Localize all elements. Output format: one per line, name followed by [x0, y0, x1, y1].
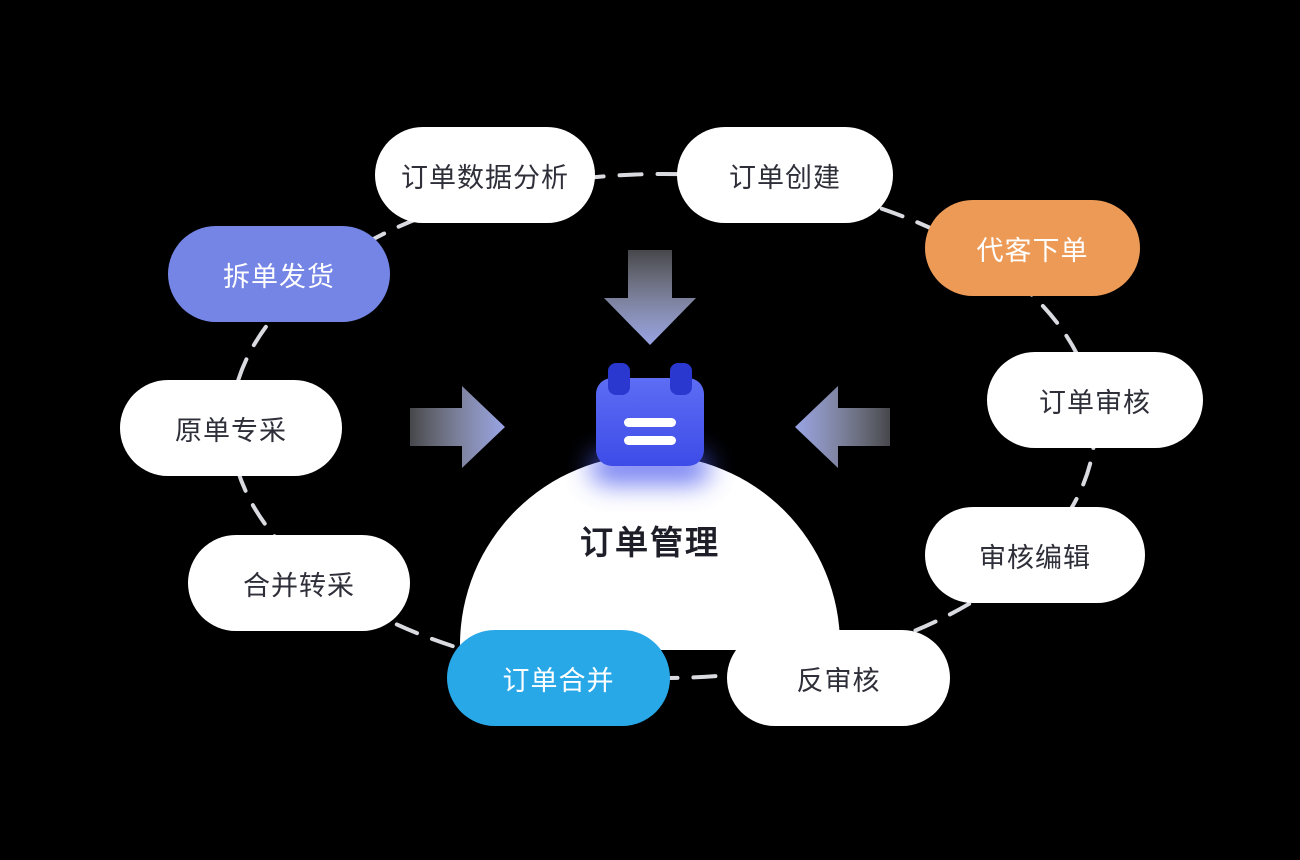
- clipboard-tab-right: [670, 363, 692, 395]
- node-review-edit: 审核编辑: [925, 507, 1145, 603]
- node-label: 订单合并: [502, 665, 615, 696]
- node-order-create: 订单创建: [677, 127, 893, 223]
- node-label: 订单创建: [729, 162, 841, 193]
- node-split-order-ship: 拆单发货: [168, 226, 390, 322]
- node-label: 合并转采: [243, 570, 355, 601]
- node-label: 代客下单: [976, 235, 1089, 266]
- node-label: 订单数据分析: [401, 162, 569, 193]
- node-label: 订单审核: [1039, 387, 1151, 418]
- node-order-data-analysis: 订单数据分析: [375, 127, 595, 223]
- center-title: 订单管理: [580, 524, 720, 561]
- node-label: 审核编辑: [979, 542, 1091, 573]
- clipboard-line: [624, 418, 676, 427]
- node-order-merge: 订单合并: [447, 630, 670, 726]
- clipboard-icon: [596, 363, 704, 466]
- arrow-right-icon: [410, 386, 505, 468]
- node-label: 拆单发货: [223, 261, 335, 292]
- node-label: 原单专采: [175, 415, 287, 446]
- node-original-order-purchase: 原单专采: [120, 380, 342, 476]
- node-order-review: 订单审核: [987, 352, 1203, 448]
- node-merge-transfer-purchase: 合并转采: [188, 535, 410, 631]
- clipboard-tab-left: [608, 363, 630, 395]
- node-valet-order: 代客下单: [925, 200, 1140, 296]
- node-label: 反审核: [796, 665, 881, 696]
- arrow-left-icon: [795, 386, 890, 468]
- node-reverse-review: 反审核: [727, 630, 950, 726]
- arrow-down-icon: [604, 250, 696, 345]
- clipboard-line: [624, 436, 676, 445]
